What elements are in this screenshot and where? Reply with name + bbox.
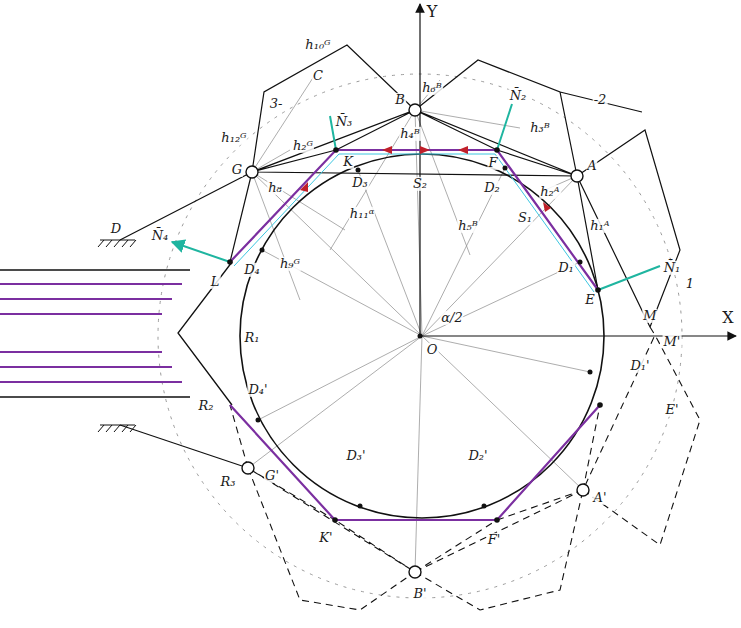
construction-line xyxy=(248,70,590,572)
linkage-arm xyxy=(120,45,680,327)
point-label: N̄₂ xyxy=(509,89,528,103)
hinge xyxy=(409,104,421,116)
contact-point xyxy=(358,504,363,509)
point-label: 3- xyxy=(269,97,284,111)
point-label: h₁ᴬ xyxy=(589,219,611,233)
point-label: K' xyxy=(318,531,333,545)
x-axis xyxy=(420,335,736,336)
joint-dot xyxy=(227,259,233,265)
linkage-arm xyxy=(120,425,248,468)
point-label: E' xyxy=(664,403,679,417)
normal-vector xyxy=(172,104,660,290)
point-label: X xyxy=(721,309,734,327)
gripper-body xyxy=(0,262,232,405)
point-label: h₈ xyxy=(267,181,283,195)
point-label: h₃ᴮ xyxy=(529,121,551,135)
hinge xyxy=(246,166,258,178)
point-label: 1 xyxy=(685,277,695,291)
point-label: D₄ xyxy=(243,263,261,277)
point-label: D₁ xyxy=(557,261,575,275)
point-label: h₂ᴳ xyxy=(292,139,314,153)
y-axis xyxy=(419,4,420,336)
joint-dot xyxy=(494,517,500,523)
point-label: α/2 xyxy=(440,311,463,325)
point-label: G' xyxy=(264,469,280,483)
point-label: D₂ xyxy=(483,181,501,195)
point-label: N̄₁ xyxy=(663,261,682,275)
point-label: N̄₃ xyxy=(335,115,354,129)
point-label: M' xyxy=(663,335,682,349)
point-label: D₃' xyxy=(345,449,366,463)
point-label: N̄₄ xyxy=(151,229,170,243)
joint-dot xyxy=(332,517,338,523)
point-label: R₃ xyxy=(220,475,237,489)
point-label: R₂ xyxy=(198,399,215,413)
point-label: D₁' xyxy=(629,359,650,373)
point-label: S₂ xyxy=(412,177,428,191)
contact-point xyxy=(588,370,593,375)
point-label: h₅ᴮ xyxy=(457,219,479,233)
point-label: F xyxy=(487,156,498,170)
point-label: S₁ xyxy=(517,211,533,225)
hinge xyxy=(242,462,254,474)
point-label: R₁ xyxy=(244,331,261,345)
mirrored-linkage xyxy=(230,327,700,610)
point-label: h₁₂ᴳ xyxy=(220,131,247,145)
joint-dot xyxy=(494,147,500,153)
contact-chain xyxy=(234,154,594,292)
point-label: M xyxy=(642,309,657,323)
construction-circle xyxy=(158,74,682,598)
point-label: h₆ᴮ xyxy=(421,81,443,95)
point-label: C xyxy=(312,69,324,83)
contact-point xyxy=(256,418,261,423)
point-label: h₁₁ᵅ xyxy=(349,207,375,221)
point-label: E xyxy=(584,293,596,307)
hinge xyxy=(571,170,583,182)
fixed-support xyxy=(98,240,136,432)
point-label: h₄ᴮ xyxy=(399,127,421,141)
center-point xyxy=(418,334,423,339)
point-label: F' xyxy=(487,533,502,547)
contact-point xyxy=(503,166,508,171)
contact-chain xyxy=(230,405,600,520)
point-label: D₃ xyxy=(351,176,369,190)
point-label: B' xyxy=(412,587,427,601)
point-label: B xyxy=(394,93,406,107)
contact-point xyxy=(356,168,361,173)
point-label: G xyxy=(231,163,243,177)
point-label: D₄' xyxy=(247,383,268,397)
point-label: h₁₀ᴳ xyxy=(304,38,331,52)
point-label: K xyxy=(342,155,354,169)
contact-point xyxy=(482,504,487,509)
point-label: A xyxy=(586,159,597,173)
point-label: Y xyxy=(426,3,439,21)
point-label: O xyxy=(426,343,439,357)
contact-point xyxy=(578,260,583,265)
contact-point xyxy=(260,248,265,253)
point-label: -2 xyxy=(593,93,608,107)
point-label: A' xyxy=(593,491,608,505)
gripper-jaw xyxy=(0,284,182,382)
point-label: h₂ᴬ xyxy=(539,185,561,199)
point-label: h₉ᴳ xyxy=(279,257,301,271)
point-label: L xyxy=(210,275,221,289)
hinge xyxy=(577,484,589,496)
joint-dot xyxy=(595,287,601,293)
hinge xyxy=(409,566,421,578)
joint-dot xyxy=(333,147,339,153)
point-label: D xyxy=(110,222,122,236)
point-label: D₂' xyxy=(467,449,488,463)
force-arrow xyxy=(300,146,551,212)
joint-dot xyxy=(597,402,603,408)
